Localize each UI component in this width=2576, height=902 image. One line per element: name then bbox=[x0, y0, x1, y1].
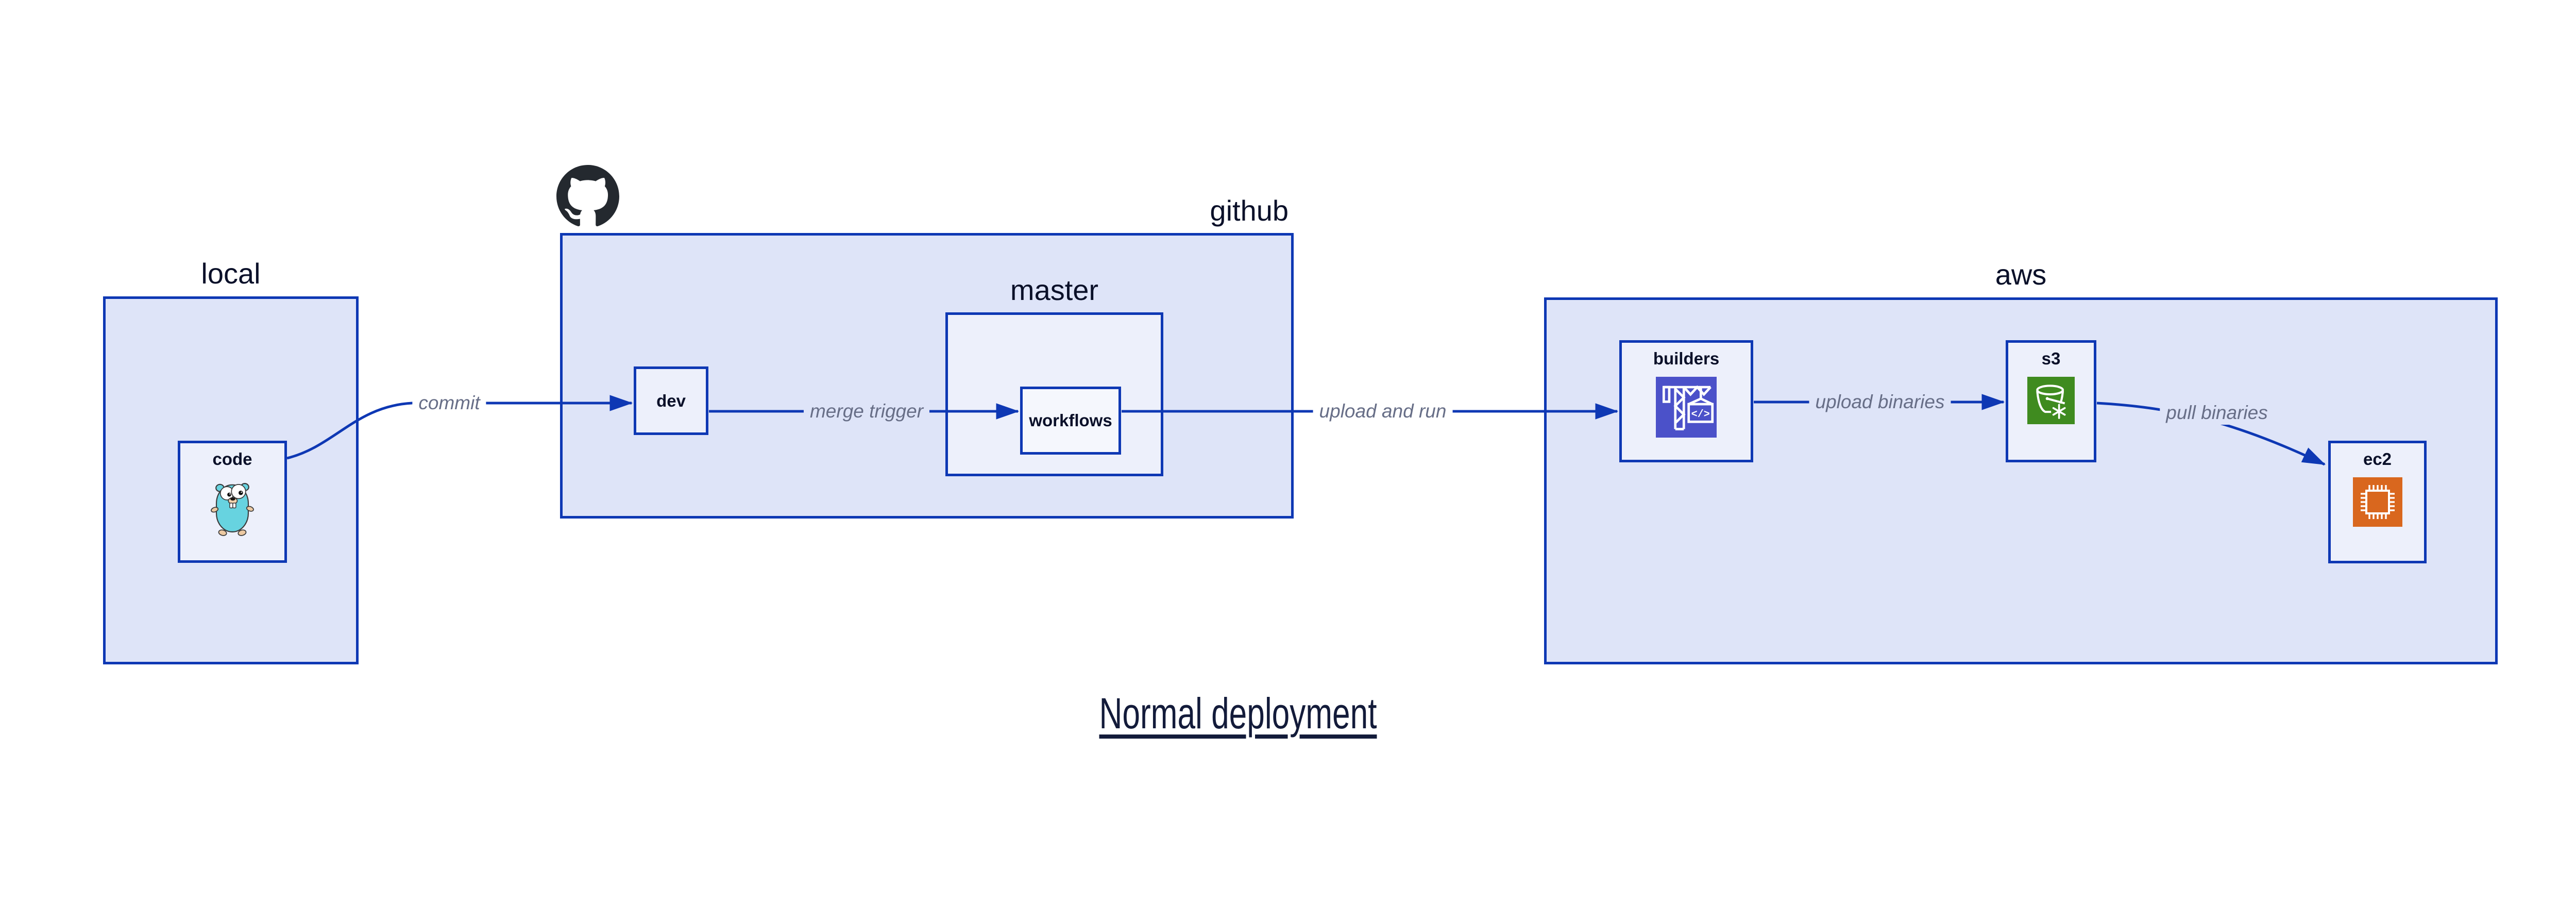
github-logo-icon bbox=[556, 165, 619, 226]
diagram-title: Normal deployment bbox=[1099, 689, 1377, 738]
edge-merge-trigger-label: merge trigger bbox=[803, 399, 930, 423]
node-workflows: workflows bbox=[1020, 387, 1121, 455]
node-s3-label: s3 bbox=[2041, 349, 2061, 368]
edge-upload-and-run-label: upload and run bbox=[1313, 399, 1453, 423]
node-builders-label: builders bbox=[1653, 349, 1720, 368]
s3-bucket-icon bbox=[2027, 377, 2075, 424]
builders-code-glyph: </> bbox=[1691, 409, 1710, 421]
node-builders: builders </> bbox=[1619, 340, 1753, 462]
edge-commit-label: commit bbox=[412, 391, 486, 415]
node-dev: dev bbox=[634, 366, 708, 435]
group-master-label: master bbox=[1010, 274, 1099, 306]
edge-upload-binaries-label: upload binaries bbox=[1809, 390, 1951, 414]
node-dev-label: dev bbox=[656, 391, 686, 410]
node-code: code bbox=[178, 441, 287, 563]
codebuild-crane-icon: </> bbox=[1656, 377, 1717, 438]
node-s3: s3 bbox=[2006, 340, 2096, 462]
edge-pull-binaries-label: pull binaries bbox=[2160, 401, 2274, 425]
node-workflows-label: workflows bbox=[1029, 411, 1112, 430]
group-local-label: local bbox=[201, 257, 261, 290]
node-code-label: code bbox=[212, 449, 252, 469]
group-aws-label: aws bbox=[1995, 258, 2047, 291]
ec2-chip-icon bbox=[2352, 477, 2402, 527]
go-gopher-icon bbox=[211, 483, 254, 536]
node-ec2-label: ec2 bbox=[2363, 449, 2392, 469]
group-github-label: github bbox=[1210, 194, 1289, 227]
node-ec2: ec2 bbox=[2328, 441, 2427, 563]
